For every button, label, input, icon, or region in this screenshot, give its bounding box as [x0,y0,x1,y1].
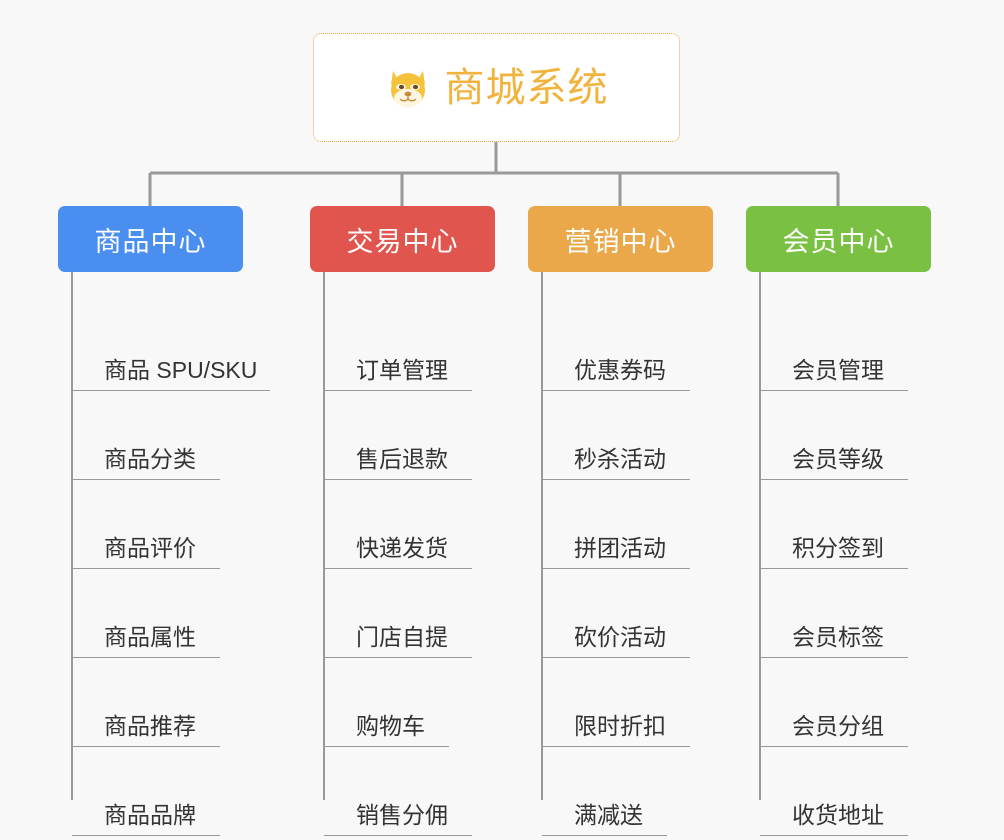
leaf-underline [542,835,667,836]
leaf-label: 商品属性 [104,624,196,650]
leaf-label: 订单管理 [356,357,448,383]
leaf-underline [72,746,220,747]
leaf-label: 销售分佣 [356,802,448,828]
leaf-underline [542,390,690,391]
branch-column-4: 会员中心 会员管理 会员等级 积分签到 会员标签 会员分组 [746,206,931,836]
leaf-item[interactable]: 订单管理 [324,302,495,391]
leaf-underline [760,835,908,836]
leaf-label: 收货地址 [792,802,884,828]
leaf-item[interactable]: 限时折扣 [542,658,713,747]
leaf-label: 满减送 [574,802,643,828]
root-node[interactable]: 商城系统 [313,33,680,142]
leaf-label: 商品 SPU/SKU [104,357,258,383]
leaf-label: 秒杀活动 [574,446,666,472]
leaf-item[interactable]: 会员等级 [760,391,931,480]
branch-header-1[interactable]: 商品中心 [58,206,243,272]
leaf-item[interactable]: 商品品牌 [72,747,243,836]
leaf-label: 门店自提 [356,624,448,650]
root-title: 商城系统 [444,65,609,110]
branch-title-2: 交易中心 [346,226,459,257]
leaf-underline [542,746,690,747]
branch-title-1: 商品中心 [94,226,207,257]
branch-header-4[interactable]: 会员中心 [746,206,931,272]
leaf-underline [72,390,270,391]
leaf-item[interactable]: 砍价活动 [542,569,713,658]
leaf-item[interactable]: 优惠券码 [542,302,713,391]
leaf-item[interactable]: 满减送 [542,747,713,836]
leaf-underline [760,479,908,480]
leaf-item[interactable]: 销售分佣 [324,747,495,836]
leaf-label: 优惠券码 [574,357,666,383]
leaf-underline [72,568,220,569]
leaf-underline [324,746,449,747]
leaf-item[interactable]: 快递发货 [324,480,495,569]
leaf-label: 商品评价 [104,535,196,561]
leaf-underline [542,479,690,480]
leaf-underline [72,479,220,480]
leaf-underline [324,479,472,480]
leaf-underline [542,657,690,658]
leaf-label: 拼团活动 [574,535,666,561]
leaf-item[interactable]: 秒杀活动 [542,391,713,480]
leaf-underline [72,657,220,658]
leaf-label: 购物车 [356,713,425,739]
leaf-label: 商品分类 [104,446,196,472]
root-node-content: 商城系统 [385,65,609,111]
leaf-label: 快递发货 [356,535,448,561]
leaf-item[interactable]: 商品属性 [72,569,243,658]
leaf-item[interactable]: 会员分组 [760,658,931,747]
branch-header-3[interactable]: 营销中心 [528,206,713,272]
dog-face-icon [385,65,431,111]
leaf-item[interactable]: 商品 SPU/SKU [72,302,270,391]
leaf-list-4: 会员管理 会员等级 积分签到 会员标签 会员分组 收货地址 [746,302,931,836]
leaf-item[interactable]: 商品推荐 [72,658,243,747]
leaf-underline [72,835,220,836]
leaf-label: 会员等级 [792,446,884,472]
leaf-underline [324,390,472,391]
leaf-label: 售后退款 [356,446,448,472]
branch-column-3: 营销中心 优惠券码 秒杀活动 拼团活动 砍价活动 限时折扣 [528,206,713,836]
leaf-list-3: 优惠券码 秒杀活动 拼团活动 砍价活动 限时折扣 满减送 [528,302,713,836]
leaf-item[interactable]: 门店自提 [324,569,495,658]
leaf-item[interactable]: 购物车 [324,658,495,747]
branch-header-2[interactable]: 交易中心 [310,206,495,272]
branch-column-2: 交易中心 订单管理 售后退款 快递发货 门店自提 购物车 [310,206,495,836]
leaf-label: 商品品牌 [104,802,196,828]
leaf-underline [760,568,908,569]
leaf-label: 商品推荐 [104,713,196,739]
leaf-label: 会员分组 [792,713,884,739]
leaf-item[interactable]: 收货地址 [760,747,931,836]
branch-column-1: 商品中心 商品 SPU/SKU 商品分类 商品评价 商品属性 商品推荐 [58,206,270,836]
leaf-underline [324,657,472,658]
branch-title-4: 会员中心 [782,226,895,257]
leaf-label: 积分签到 [792,535,884,561]
leaf-label: 会员管理 [792,357,884,383]
leaf-underline [324,835,472,836]
leaf-underline [760,390,908,391]
leaf-item[interactable]: 售后退款 [324,391,495,480]
leaf-label: 砍价活动 [574,624,666,650]
leaf-label: 会员标签 [792,624,884,650]
leaf-list-1: 商品 SPU/SKU 商品分类 商品评价 商品属性 商品推荐 商品品牌 [58,302,270,836]
leaf-item[interactable]: 拼团活动 [542,480,713,569]
leaf-item[interactable]: 积分签到 [760,480,931,569]
leaf-underline [760,746,908,747]
leaf-item[interactable]: 会员管理 [760,302,931,391]
leaf-list-2: 订单管理 售后退款 快递发货 门店自提 购物车 销售分佣 [310,302,495,836]
leaf-label: 限时折扣 [574,713,666,739]
leaf-underline [542,568,690,569]
leaf-underline [324,568,472,569]
branch-title-3: 营销中心 [564,226,677,257]
leaf-underline [760,657,908,658]
leaf-item[interactable]: 会员标签 [760,569,931,658]
leaf-item[interactable]: 商品评价 [72,480,243,569]
leaf-item[interactable]: 商品分类 [72,391,243,480]
